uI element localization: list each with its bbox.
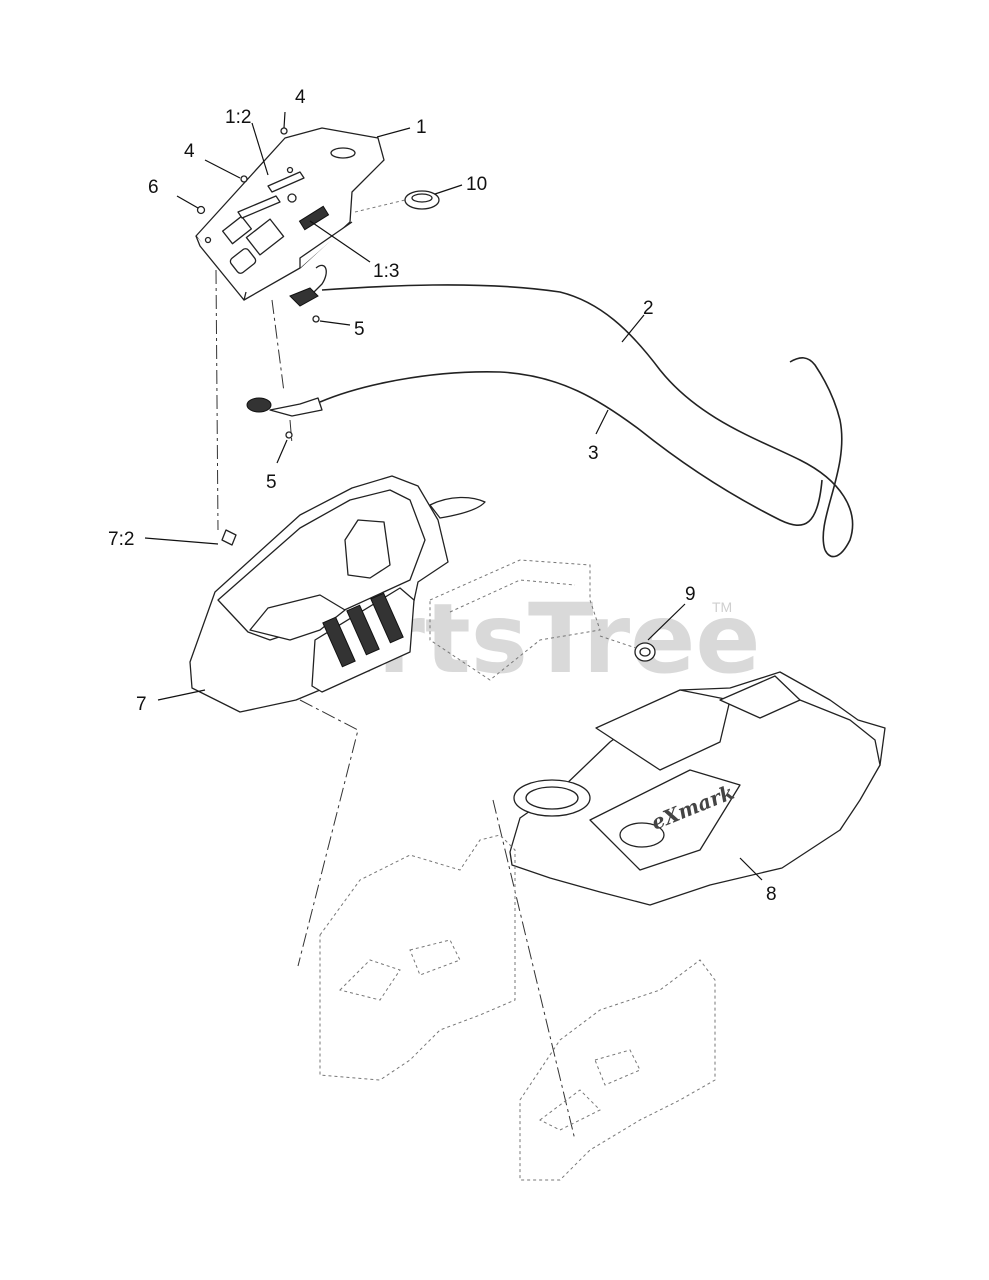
floor-pan-ghost — [319, 834, 716, 1181]
callout-10: 10 — [466, 174, 487, 195]
cable-assembly — [246, 264, 854, 558]
callout-5-upper: 5 — [354, 319, 365, 340]
callout-4-left: 4 — [184, 141, 195, 162]
callout-1-2: 1:2 — [225, 107, 251, 128]
callout-7-2: 7:2 — [108, 529, 134, 550]
callout-6: 6 — [148, 177, 159, 198]
callout-9: 9 — [685, 584, 696, 605]
callout-7: 7 — [136, 694, 147, 715]
callout-4-top: 4 — [295, 87, 306, 108]
bushing-part — [634, 642, 656, 662]
control-panel-part — [195, 127, 385, 301]
nut-part — [312, 315, 320, 323]
screw-part — [196, 205, 206, 215]
callout-1: 1 — [416, 117, 427, 138]
screw-part — [280, 127, 288, 135]
callout-8: 8 — [766, 884, 777, 905]
console-housing-part — [189, 475, 486, 713]
grommet-part — [404, 190, 440, 210]
watermark-trademark: TM — [712, 599, 732, 615]
callout-1-3: 1:3 — [373, 261, 399, 282]
callout-2: 2 — [643, 298, 654, 319]
nut-part — [285, 431, 293, 439]
screw-part — [240, 175, 248, 183]
callout-3: 3 — [588, 443, 599, 464]
callout-5-lower: 5 — [266, 472, 277, 493]
console-cover-part: eXmark — [509, 671, 886, 906]
